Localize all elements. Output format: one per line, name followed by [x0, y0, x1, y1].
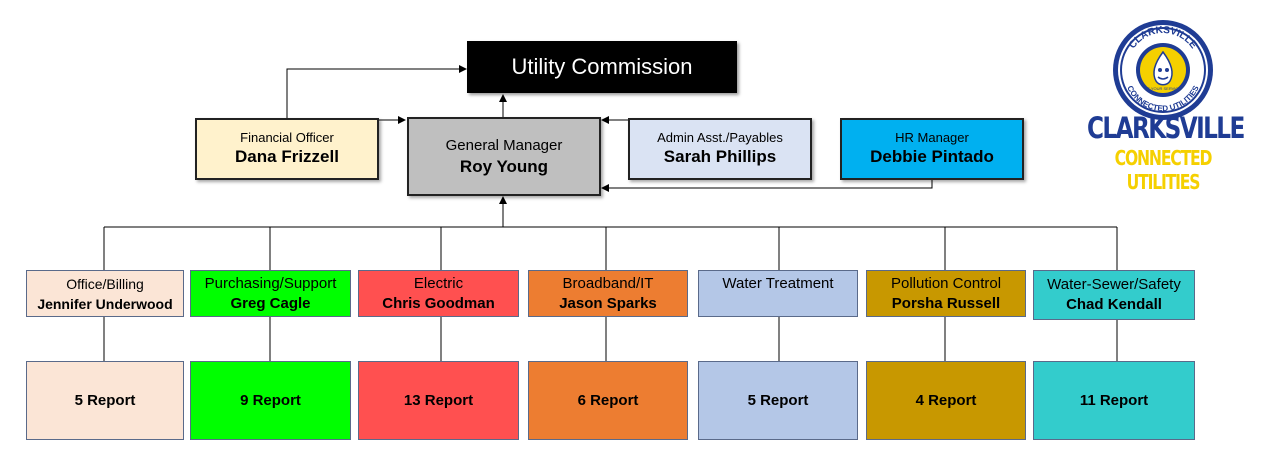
commission-title: Utility Commission	[511, 54, 693, 79]
person-name: Debbie Pintado	[870, 147, 994, 166]
general-manager-box: General Manager Roy Young	[407, 117, 601, 196]
hr-manager-box: HR Manager Debbie Pintado	[840, 118, 1024, 180]
dept-electric: Electric Chris Goodman	[358, 270, 519, 317]
report-count-box: 13 Report	[358, 361, 519, 440]
dept-head: Jason Sparks	[559, 294, 657, 312]
admin-assistant-box: Admin Asst./Payables Sarah Phillips	[628, 118, 812, 180]
dept-label: Water-Sewer/Safety	[1047, 276, 1181, 293]
dept-head: Chad Kendall	[1066, 296, 1162, 313]
dept-label: Electric	[413, 274, 464, 292]
dept-label: Pollution Control	[890, 274, 1002, 292]
dept-label: Purchasing/Support	[204, 274, 337, 292]
report-count: 6 Report	[577, 392, 639, 409]
role-label: Financial Officer	[240, 130, 334, 145]
role-label: Admin Asst./Payables	[657, 130, 783, 145]
person-name: Roy Young	[459, 156, 549, 176]
dept-head: Porsha Russell	[891, 294, 1001, 312]
dept-broadband-it: Broadband/IT Jason Sparks	[528, 270, 688, 317]
report-count-box: 6 Report	[528, 361, 688, 440]
logo-seal-icon: CLARKSVILLE CONNECTED UTILITIES AT YOUR …	[1113, 20, 1213, 120]
report-count: 5 Report	[74, 392, 136, 409]
dept-label: Office/Billing	[66, 275, 144, 292]
person-name: Sarah Phillips	[663, 147, 777, 166]
report-count-box: 5 Report	[698, 361, 858, 440]
person-name: Dana Frizzell	[235, 147, 339, 166]
role-label: General Manager	[445, 136, 563, 154]
logo-word-connected-utilities: CONNECTED UTILITIES	[1114, 146, 1213, 194]
financial-officer-box: Financial Officer Dana Frizzell	[195, 118, 379, 180]
dept-head: Chris Goodman	[382, 294, 495, 312]
logo-tagline: AT YOUR SERVICE	[1145, 86, 1181, 91]
report-count: 9 Report	[240, 392, 301, 409]
report-count-box: 5 Report	[26, 361, 184, 440]
report-count-box: 4 Report	[866, 361, 1026, 440]
line-finance-to-commission	[286, 65, 467, 118]
logo-word-clarksville: CLARKSVILLE	[1087, 111, 1245, 145]
report-count: 11 Report	[1079, 392, 1149, 409]
report-count: 13 Report	[403, 392, 474, 409]
utility-commission-box: Utility Commission	[467, 41, 737, 93]
dept-office-billing: Office/Billing Jennifer Underwood	[26, 270, 184, 317]
dept-label: Water Treatment	[722, 275, 834, 292]
report-count: 5 Report	[747, 392, 809, 409]
dept-head: Greg Cagle	[230, 294, 311, 312]
clarksville-connected-utilities-logo: CLARKSVILLE CONNECTED UTILITIES AT YOUR …	[1068, 10, 1258, 194]
dept-head: Jennifer Underwood	[37, 295, 173, 312]
report-count: 4 Report	[915, 392, 977, 409]
line-hr-to-gm	[601, 179, 933, 192]
dept-purchasing-support: Purchasing/Support Greg Cagle	[190, 270, 351, 317]
dept-label: Broadband/IT	[562, 274, 654, 292]
dept-water-sewer-safety: Water-Sewer/Safety Chad Kendall	[1033, 270, 1195, 320]
role-label: HR Manager	[895, 130, 969, 145]
report-count-box: 11 Report	[1033, 361, 1195, 440]
report-count-box: 9 Report	[190, 361, 351, 440]
dept-water-treatment: Water Treatment	[698, 270, 858, 317]
dept-pollution-control: Pollution Control Porsha Russell	[866, 270, 1026, 317]
